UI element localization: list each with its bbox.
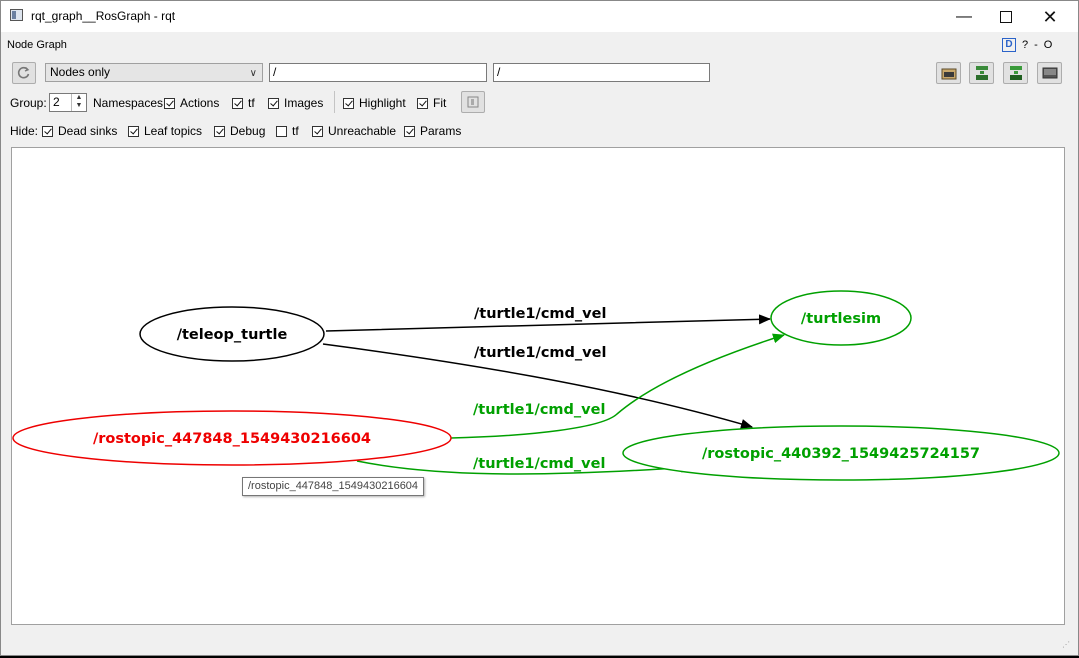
graph-mode-value: Nodes only bbox=[50, 65, 111, 79]
window-title: rqt_graph__RosGraph - rqt bbox=[31, 9, 176, 23]
group-spinbox[interactable]: 2 ▲▼ bbox=[49, 93, 87, 112]
edge-label: /turtle1/cmd_vel bbox=[473, 402, 605, 418]
checkbox-checked-icon bbox=[232, 97, 243, 109]
checkbox-checked-icon bbox=[214, 125, 225, 137]
node-rostopic-447848[interactable]: /rostopic_447848_1549430216604 bbox=[12, 410, 452, 466]
checkbox-checked-icon bbox=[42, 125, 53, 137]
node-label: /rostopic_447848_1549430216604 bbox=[93, 431, 371, 447]
fit-checkbox[interactable]: Fit bbox=[417, 96, 446, 110]
toolbar-separator bbox=[334, 91, 335, 113]
node-rostopic-440392[interactable]: /rostopic_440392_1549425724157 bbox=[622, 425, 1060, 481]
checkbox-checked-icon bbox=[164, 97, 175, 109]
rqt-app-icon bbox=[10, 9, 23, 21]
close-button[interactable]: ✕ bbox=[1027, 1, 1073, 32]
fit-view-icon bbox=[467, 96, 479, 108]
fit-label: Fit bbox=[433, 96, 447, 110]
namespaces-label: Namespaces bbox=[93, 96, 164, 110]
params-label: Params bbox=[420, 124, 462, 138]
checkbox-checked-icon bbox=[312, 125, 323, 137]
dock-close-button[interactable]: O bbox=[1043, 39, 1053, 51]
highlight-label: Highlight bbox=[359, 96, 406, 110]
tf-group-checkbox[interactable]: tf bbox=[232, 96, 255, 110]
graph-canvas[interactable]: /turtle1/cmd_vel /turtle1/cmd_vel /turtl… bbox=[11, 147, 1065, 625]
hide-tf-label: tf bbox=[292, 124, 299, 138]
minimize-button[interactable]: — bbox=[941, 1, 987, 32]
edge-label: /turtle1/cmd_vel bbox=[473, 456, 605, 472]
highlight-checkbox[interactable]: Highlight bbox=[343, 96, 406, 110]
refresh-icon bbox=[17, 66, 30, 79]
fit-view-button[interactable] bbox=[461, 91, 485, 113]
unreachable-checkbox[interactable]: Unreachable bbox=[312, 124, 396, 138]
tf-group-label: tf bbox=[248, 96, 255, 110]
group-label: Group: bbox=[10, 96, 47, 110]
dock-d-button[interactable]: D bbox=[1002, 38, 1016, 52]
params-checkbox[interactable]: Params bbox=[404, 124, 461, 138]
node-label: /turtlesim bbox=[801, 311, 881, 327]
dead-sinks-checkbox[interactable]: Dead sinks bbox=[42, 124, 117, 138]
edge-rostopic-a-to-turtlesim[interactable] bbox=[450, 333, 785, 439]
node-teleop-turtle[interactable]: /teleop_turtle bbox=[139, 306, 325, 362]
graph-mode-select[interactable]: Nodes only ∨ bbox=[45, 63, 263, 82]
save-image-button[interactable] bbox=[1037, 62, 1062, 84]
minimize-icon: — bbox=[956, 7, 972, 25]
close-icon: ✕ bbox=[1042, 6, 1058, 27]
refresh-button[interactable] bbox=[12, 62, 36, 84]
edge-rostopic-a-to-rostopic-b[interactable] bbox=[356, 460, 693, 475]
actions-checkbox[interactable]: Actions bbox=[164, 96, 219, 110]
node-label: /teleop_turtle bbox=[177, 327, 288, 343]
hide-tf-checkbox[interactable]: tf bbox=[276, 124, 299, 138]
checkbox-checked-icon bbox=[404, 125, 415, 137]
images-label: Images bbox=[284, 96, 324, 110]
node-tooltip: /rostopic_447848_1549430216604 bbox=[242, 477, 425, 496]
dock-minimize-button[interactable]: - bbox=[1034, 39, 1038, 51]
hide-label: Hide: bbox=[10, 124, 39, 138]
spin-arrows-icon[interactable]: ▲▼ bbox=[71, 94, 86, 111]
checkbox-checked-icon bbox=[417, 97, 428, 109]
actions-label: Actions bbox=[180, 96, 220, 110]
leaf-topics-label: Leaf topics bbox=[144, 124, 203, 138]
debug-label: Debug bbox=[230, 124, 266, 138]
dock-title: Node Graph bbox=[7, 39, 67, 51]
save-dot-icon bbox=[975, 66, 988, 80]
dead-sinks-label: Dead sinks bbox=[58, 124, 118, 138]
dock-controls: D ? - O bbox=[1002, 37, 1052, 53]
checkbox-checked-icon bbox=[343, 97, 354, 109]
checkbox-checked-icon bbox=[128, 125, 139, 137]
unreachable-label: Unreachable bbox=[328, 124, 397, 138]
save-dot-button[interactable] bbox=[969, 62, 994, 84]
namespace-filter-input[interactable]: / bbox=[269, 63, 487, 82]
leaf-topics-checkbox[interactable]: Leaf topics bbox=[128, 124, 202, 138]
title-bar: rqt_graph__RosGraph - rqt — ✕ bbox=[1, 1, 1078, 32]
folder-icon bbox=[941, 68, 956, 80]
dock-help-button[interactable]: ? bbox=[1022, 39, 1029, 51]
group-value: 2 bbox=[53, 95, 60, 109]
edge-label: /turtle1/cmd_vel bbox=[474, 345, 606, 361]
ros-graph[interactable]: /turtle1/cmd_vel /turtle1/cmd_vel /turtl… bbox=[12, 148, 1064, 624]
images-checkbox[interactable]: Images bbox=[268, 96, 323, 110]
image-icon bbox=[1042, 67, 1057, 79]
save-svg-icon bbox=[1009, 66, 1022, 80]
resize-grip-icon[interactable]: ⋰ bbox=[1062, 640, 1070, 649]
chevron-down-icon: ∨ bbox=[249, 68, 257, 79]
edge-teleop-to-rostopic-b[interactable] bbox=[322, 343, 753, 429]
maximize-button[interactable] bbox=[983, 1, 1029, 32]
topic-filter-input[interactable]: / bbox=[493, 63, 710, 82]
node-turtlesim[interactable]: /turtlesim bbox=[770, 290, 912, 346]
checkbox-checked-icon bbox=[268, 97, 279, 109]
edge-label: /turtle1/cmd_vel bbox=[474, 306, 606, 322]
save-svg-button[interactable] bbox=[1003, 62, 1028, 84]
maximize-icon bbox=[1000, 10, 1012, 23]
checkbox-unchecked-icon bbox=[276, 125, 287, 137]
node-label: /rostopic_440392_1549425724157 bbox=[702, 446, 980, 462]
load-dot-button[interactable] bbox=[936, 62, 961, 84]
debug-checkbox[interactable]: Debug bbox=[214, 124, 265, 138]
edge-teleop-to-turtlesim[interactable] bbox=[325, 314, 771, 332]
